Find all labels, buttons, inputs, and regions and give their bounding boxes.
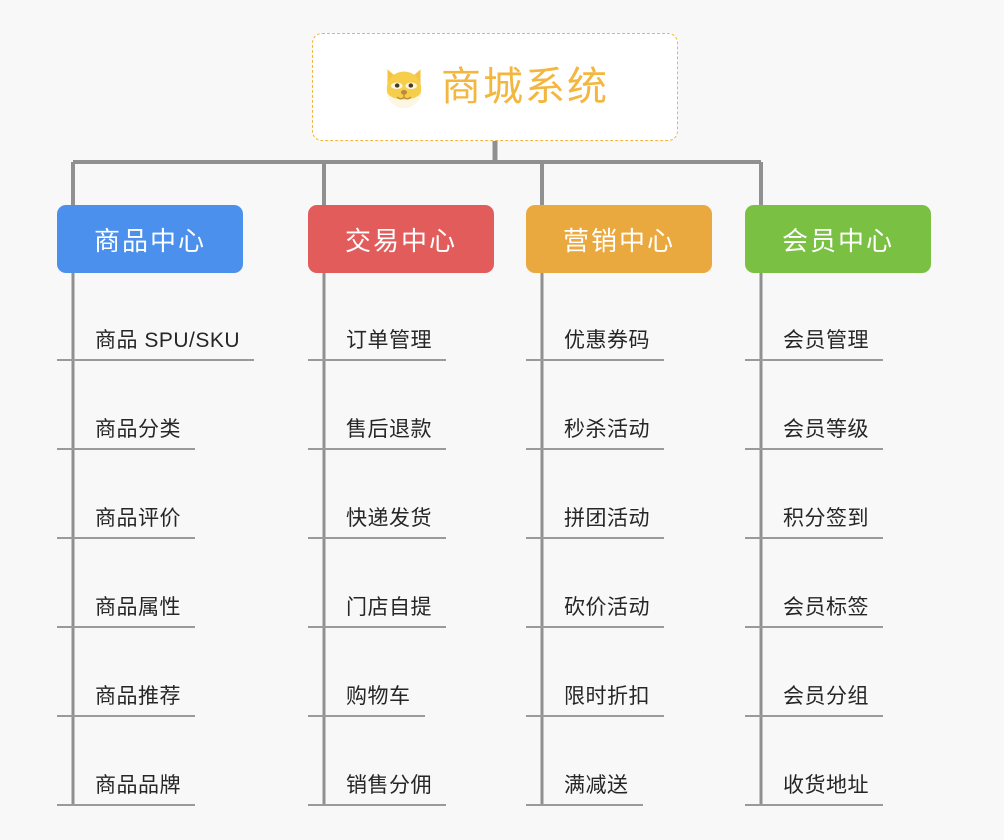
leaf-item[interactable]: 购物车 — [308, 628, 446, 717]
leaf-label: 商品品牌 — [95, 773, 181, 797]
root-title: 商城系统 — [441, 65, 609, 109]
leaf-label: 收货地址 — [783, 773, 869, 797]
leaf-underline: 商品 SPU/SKU — [57, 328, 255, 361]
category-card[interactable]: 商品中心 — [57, 205, 243, 273]
branch-column: 优惠券码秒杀活动拼团活动砍价活动限时折扣满减送 — [526, 272, 664, 806]
leaf-label: 门店自提 — [346, 595, 432, 619]
leaf-underline: 积分签到 — [745, 506, 883, 539]
leaf-item[interactable]: 限时折扣 — [526, 628, 664, 717]
leaf-label: 会员标签 — [783, 595, 869, 619]
leaf-label: 会员等级 — [783, 417, 869, 441]
leaf-item[interactable]: 满减送 — [526, 717, 664, 806]
leaf-label: 积分签到 — [783, 506, 869, 530]
leaf-underline: 快递发货 — [308, 506, 446, 539]
category-card[interactable]: 营销中心 — [526, 205, 712, 273]
leaf-item[interactable]: 秒杀活动 — [526, 361, 664, 450]
leaf-underline: 商品属性 — [57, 595, 195, 628]
leaf-underline: 收货地址 — [745, 773, 883, 806]
dog-face-icon — [386, 69, 422, 109]
leaf-item[interactable]: 优惠券码 — [526, 272, 664, 361]
category-card[interactable]: 交易中心 — [308, 205, 494, 273]
leaf-underline: 购物车 — [308, 684, 425, 717]
leaf-item[interactable]: 快递发货 — [308, 450, 446, 539]
leaf-item[interactable]: 售后退款 — [308, 361, 446, 450]
leaf-underline: 秒杀活动 — [526, 417, 664, 450]
category-title: 营销中心 — [562, 225, 675, 256]
branch-column: 会员管理会员等级积分签到会员标签会员分组收货地址 — [745, 272, 883, 806]
leaf-item[interactable]: 会员等级 — [745, 361, 883, 450]
leaf-label: 满减送 — [564, 773, 629, 797]
leaf-label: 限时折扣 — [564, 684, 650, 708]
leaf-underline: 商品分类 — [57, 417, 195, 450]
category-card[interactable]: 会员中心 — [745, 205, 931, 273]
branch-column: 商品 SPU/SKU 商品分类商品评价商品属性商品推荐商品品牌 — [57, 272, 255, 806]
leaf-underline: 售后退款 — [308, 417, 446, 450]
leaf-underline: 商品评价 — [57, 506, 195, 539]
leaf-item[interactable]: 商品 SPU/SKU — [57, 272, 255, 361]
leaf-item[interactable]: 会员分组 — [745, 628, 883, 717]
leaf-label: 会员分组 — [783, 684, 869, 708]
leaf-item[interactable]: 积分签到 — [745, 450, 883, 539]
category-title: 会员中心 — [781, 225, 894, 256]
leaf-item[interactable]: 商品品牌 — [57, 717, 254, 806]
leaf-underline: 商品品牌 — [57, 773, 195, 806]
leaf-label: 销售分佣 — [346, 773, 432, 797]
category-title: 交易中心 — [344, 225, 457, 256]
leaf-item[interactable]: 门店自提 — [308, 539, 446, 628]
leaf-underline: 砍价活动 — [526, 595, 664, 628]
leaf-item[interactable]: 拼团活动 — [526, 450, 664, 539]
leaf-underline: 商品推荐 — [57, 684, 195, 717]
leaf-label: 商品 SPU/SKU — [95, 328, 241, 352]
leaf-label: 商品分类 — [95, 417, 181, 441]
leaf-underline: 订单管理 — [308, 328, 446, 361]
leaf-item[interactable]: 商品属性 — [57, 539, 254, 628]
leaf-label: 订单管理 — [346, 328, 432, 352]
leaf-underline: 会员标签 — [745, 595, 883, 628]
category-title: 商品中心 — [93, 225, 206, 256]
leaf-item[interactable]: 订单管理 — [308, 272, 446, 361]
leaf-label: 商品评价 — [95, 506, 181, 530]
leaf-underline: 销售分佣 — [308, 773, 446, 806]
leaf-underline: 会员等级 — [745, 417, 883, 450]
leaf-item[interactable]: 砍价活动 — [526, 539, 664, 628]
leaf-underline: 门店自提 — [308, 595, 446, 628]
leaf-label: 拼团活动 — [564, 506, 650, 530]
branch-column: 订单管理售后退款快递发货门店自提购物车销售分佣 — [308, 272, 446, 806]
leaf-label: 商品属性 — [95, 595, 181, 619]
leaf-underline: 会员分组 — [745, 684, 883, 717]
leaf-underline: 满减送 — [526, 773, 643, 806]
leaf-item[interactable]: 销售分佣 — [308, 717, 446, 806]
leaf-item[interactable]: 会员标签 — [745, 539, 883, 628]
leaf-label: 购物车 — [346, 684, 411, 708]
leaf-underline: 拼团活动 — [526, 506, 664, 539]
root-node[interactable]: 商城系统 — [312, 33, 678, 141]
leaf-label: 售后退款 — [346, 417, 432, 441]
leaf-label: 商品推荐 — [95, 684, 181, 708]
leaf-label: 快递发货 — [346, 506, 432, 530]
leaf-label: 会员管理 — [783, 328, 869, 352]
leaf-label: 优惠券码 — [564, 328, 650, 352]
leaf-underline: 优惠券码 — [526, 328, 664, 361]
leaf-item[interactable]: 商品评价 — [57, 450, 254, 539]
leaf-item[interactable]: 商品推荐 — [57, 628, 254, 717]
leaf-item[interactable]: 商品分类 — [57, 361, 254, 450]
leaf-item[interactable]: 会员管理 — [745, 272, 883, 361]
leaf-item[interactable]: 收货地址 — [745, 717, 883, 806]
leaf-label: 砍价活动 — [564, 595, 650, 619]
leaf-underline: 会员管理 — [745, 328, 883, 361]
leaf-underline: 限时折扣 — [526, 684, 664, 717]
leaf-label: 秒杀活动 — [564, 417, 650, 441]
